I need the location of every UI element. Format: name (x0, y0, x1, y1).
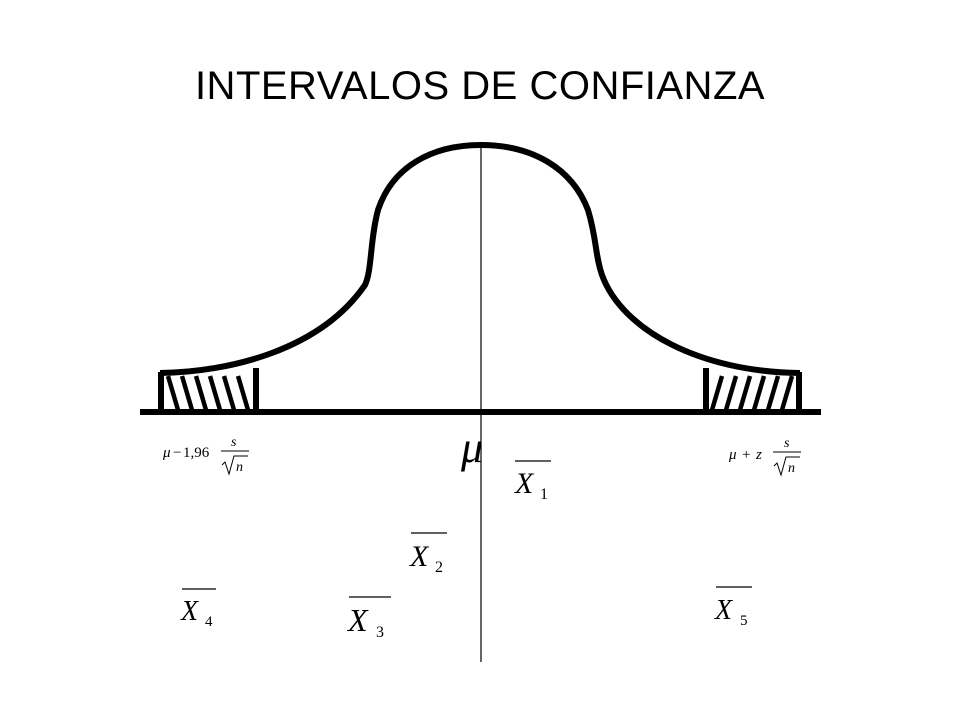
sample-mean-4-letter: X (180, 596, 199, 627)
lower-mu: μ (162, 445, 171, 461)
upper-s: s (784, 436, 790, 451)
sample-mean-1-subscript: 1 (540, 486, 548, 503)
sample-mean-2-subscript: 2 (435, 559, 443, 576)
sample-mean-1-letter: X (514, 467, 535, 500)
upper-plus: + (742, 447, 750, 463)
upper-bound-formula: μ + z s n (728, 436, 801, 477)
sample-mean-4: X 4 (180, 588, 216, 630)
sample-mean-2-letter: X (409, 540, 430, 573)
sample-mean-1: X 1 (514, 460, 551, 503)
page-title: INTERVALOS DE CONFIANZA (194, 64, 766, 108)
right-rejection-region (703, 368, 802, 412)
sample-mean-3-letter: X (346, 602, 369, 638)
upper-sqrt-sign (773, 456, 800, 477)
sample-mean-5: X 5 (714, 586, 752, 629)
lower-s: s (231, 435, 237, 450)
lower-sqrt-sign (221, 455, 248, 476)
sample-mean-4-subscript: 4 (205, 614, 213, 630)
sample-mean-3: X 3 (346, 596, 391, 641)
left-rejection-region (158, 368, 259, 412)
sample-mean-5-letter: X (714, 595, 733, 626)
lower-bound-formula: μ − 1,96 s n (162, 435, 249, 476)
mu-label: μ (460, 423, 483, 472)
bell-curve (159, 142, 801, 376)
upper-n: n (788, 461, 795, 476)
lower-minus: − (173, 445, 181, 461)
lower-critical-value: 1,96 (183, 445, 210, 461)
lower-n: n (236, 460, 243, 475)
sample-mean-2: X 2 (409, 532, 447, 576)
sample-mean-3-subscript: 3 (376, 624, 384, 641)
upper-mu: μ (728, 447, 737, 463)
sample-mean-5-subscript: 5 (740, 613, 748, 629)
upper-z: z (755, 447, 762, 463)
